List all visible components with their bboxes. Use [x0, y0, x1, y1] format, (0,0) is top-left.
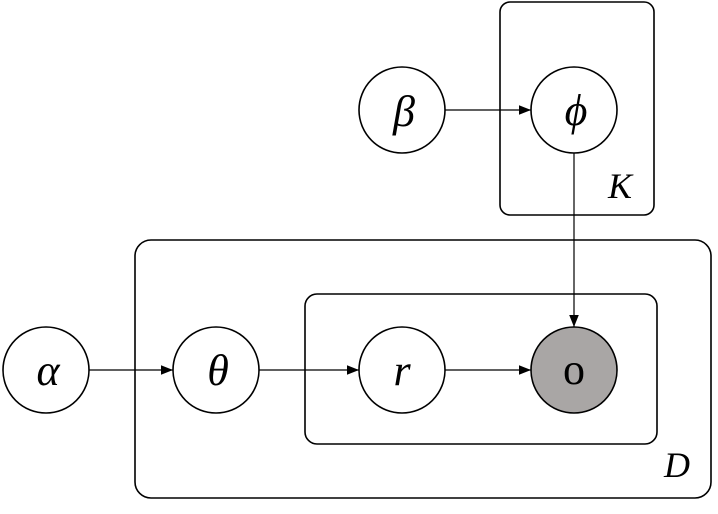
node-theta-label: θ — [207, 346, 229, 395]
node-theta-circle — [172, 326, 260, 414]
node-alpha-circle — [2, 326, 90, 414]
plate-k — [499, 1, 655, 216]
node-theta: θ — [172, 326, 260, 414]
node-o-label: o — [563, 345, 585, 394]
node-o-circle — [530, 326, 618, 414]
node-r-label: r — [393, 346, 411, 395]
node-r: r — [358, 326, 446, 414]
node-alpha: α — [2, 326, 90, 414]
edges — [89, 105, 579, 375]
node-o: o — [530, 326, 618, 414]
node-beta-label: β — [392, 87, 415, 136]
node-beta: β — [358, 66, 446, 154]
node-phi-circle — [530, 66, 618, 154]
plate-inner — [304, 293, 658, 445]
plate-k-label: K — [607, 166, 634, 206]
node-alpha-label: α — [36, 346, 60, 395]
node-r-circle — [358, 326, 446, 414]
plate-d-label: D — [663, 445, 690, 485]
node-beta-circle — [358, 66, 446, 154]
plate-d — [134, 239, 712, 499]
node-phi-label: ϕ — [565, 86, 588, 135]
node-phi: ϕ — [530, 66, 618, 154]
